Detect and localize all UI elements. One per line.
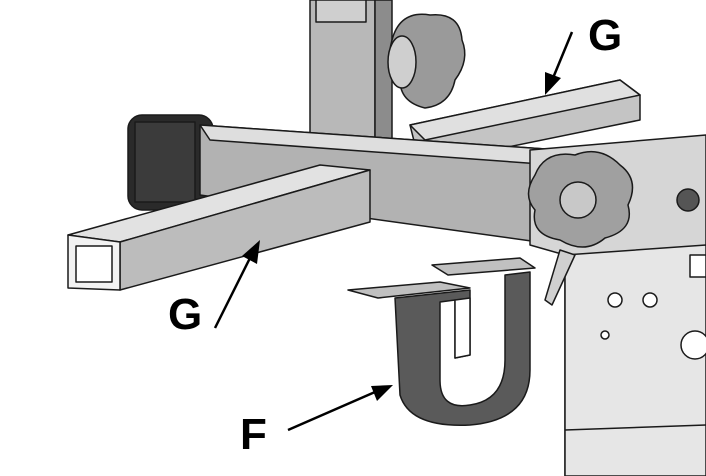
arrow-g-top (551, 31, 574, 79)
mount-plate (529, 134, 706, 476)
knob-side (527, 150, 634, 306)
label-g-bottom: G (168, 290, 203, 339)
vertical-post (309, 0, 393, 151)
arrow-g-bottom (213, 257, 252, 329)
u-bracket (347, 257, 536, 426)
front-bar (67, 164, 371, 291)
cross-bar (199, 124, 561, 246)
label-g-top: G (588, 11, 623, 60)
rubber-grip (127, 114, 214, 211)
label-f: F (240, 410, 267, 459)
knob-top (387, 13, 466, 109)
arrow-f (287, 390, 376, 432)
